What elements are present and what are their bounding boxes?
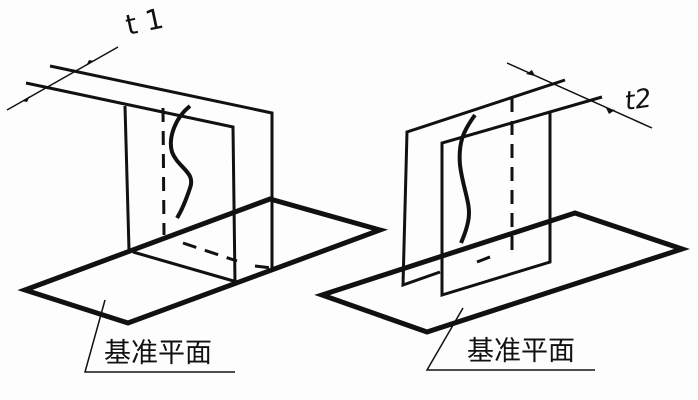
left-reference-label: 基准平面 bbox=[104, 338, 212, 369]
left-dimension-arrow-lower bbox=[22, 96, 30, 102]
right-figure bbox=[314, 62, 690, 371]
left-dimension-label: t 1 bbox=[123, 2, 167, 42]
right-datum-plane bbox=[314, 210, 690, 335]
left-outer-plane bbox=[49, 64, 274, 268]
left-datum-plane bbox=[17, 196, 389, 326]
right-leader-line bbox=[425, 307, 595, 371]
right-dimension-arrow-upper bbox=[526, 70, 535, 76]
right-dimension-arrow-lower bbox=[606, 108, 615, 114]
right-back-plane bbox=[401, 78, 566, 288]
left-inner-plane bbox=[25, 81, 238, 284]
left-dimension-arrow-upper bbox=[86, 60, 94, 66]
right-dimension-label: t2 bbox=[623, 84, 654, 117]
right-front-plane bbox=[440, 95, 603, 298]
right-hidden-lines bbox=[476, 98, 514, 264]
left-leader-line bbox=[84, 299, 235, 373]
left-hidden-lines bbox=[161, 107, 273, 270]
right-surface-curve bbox=[457, 113, 477, 244]
left-surface-curve bbox=[169, 104, 194, 220]
right-reference-label: 基准平面 bbox=[467, 336, 575, 367]
left-figure bbox=[6, 46, 389, 373]
